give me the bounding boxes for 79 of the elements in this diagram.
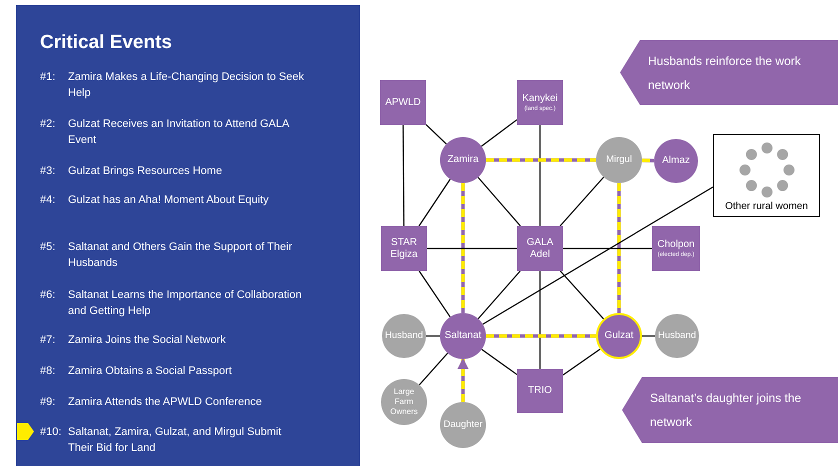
event-text: Zamira Attends the APWLD Conference (68, 395, 263, 410)
title: Critical Events (40, 32, 172, 54)
event-number: #10: (40, 425, 62, 440)
callout-banner (622, 377, 838, 443)
person-circle (382, 314, 426, 358)
event-text: Zamira Obtains a Social Passport (68, 364, 233, 379)
node-label: STAR Elgiza (389, 236, 419, 260)
organization-box (517, 80, 563, 125)
node-label: TRIO (527, 385, 553, 397)
connector-line (426, 335, 440, 337)
node-label: Kanykei (521, 92, 559, 104)
organization-box (517, 369, 563, 413)
dashed-connector (457, 358, 469, 402)
node-label: Saltanat (444, 330, 482, 342)
callout-text: Saltanat’s daughter joins the network (650, 390, 802, 431)
node-label: GALA Adel (526, 236, 554, 260)
event-text: Saltanat Learns the Importance of Collaboration and Getting Help (68, 288, 303, 319)
event-text: Zamira Joins the Social Network (68, 333, 227, 348)
event-number: #8: (40, 364, 56, 379)
connector-line (482, 186, 714, 325)
node-label: Husband (658, 330, 696, 342)
group-label: Other rural women (725, 201, 808, 213)
organization-box (380, 80, 426, 125)
node-label: Cholpon (656, 238, 696, 250)
person-circle (596, 137, 642, 183)
connector-line (418, 352, 448, 386)
connector-line (481, 348, 518, 376)
connector-line (418, 178, 451, 226)
callout-text: Husbands reinforce the work network (648, 52, 802, 94)
event-number: #1: (40, 70, 56, 85)
event-text: Saltanat and Others Gain the Support of Their Husbands (68, 240, 294, 271)
event-text: Zamira Makes a Life-Changing Decision to Seek Help (68, 70, 306, 101)
connector-line (402, 125, 404, 226)
person-circle (596, 313, 642, 359)
event-number: #2: (40, 117, 56, 132)
group-box (713, 134, 820, 217)
dashed-connector (486, 334, 596, 338)
organization-box (517, 226, 563, 271)
person-circle (655, 314, 699, 358)
connector-line (478, 176, 521, 226)
connector-line (418, 270, 451, 318)
event-text: Gulzat Brings Resources Home (68, 164, 224, 179)
event-number: #9: (40, 395, 56, 410)
person-circle (654, 139, 698, 183)
connector-line (478, 270, 521, 320)
person-circle (440, 313, 486, 359)
connector-line (560, 176, 604, 226)
callout-banner (620, 40, 838, 105)
connector-line (539, 125, 541, 226)
connector-line (539, 271, 541, 369)
person-circle (440, 137, 486, 183)
event-number: #3: (40, 164, 56, 179)
node-label: Mirgul (606, 154, 632, 166)
node-label: Zamira (447, 154, 479, 166)
person-circle (381, 379, 427, 425)
connector-line (563, 248, 652, 250)
event-text: Gulzat has an Aha! Moment About Equity (68, 193, 270, 208)
node-label: Daughter (443, 419, 483, 431)
connector-line (642, 335, 655, 337)
connector-line (481, 119, 518, 147)
node-label: Large Farm Owners (389, 387, 419, 417)
node-label: Almaz (662, 155, 690, 167)
organization-box (381, 226, 427, 271)
node-label: Husband (384, 330, 424, 342)
connector-line (562, 348, 600, 376)
event-number: #7: (40, 333, 56, 348)
event-text: Saltanat, Zamira, Gulzat, and Mirgul Submit Their Bid for Land (68, 425, 282, 456)
event-number: #6: (40, 288, 56, 303)
connector-line (426, 124, 447, 145)
node-label: Gulzat (604, 330, 634, 342)
organization-box (652, 226, 700, 271)
event-number: #4: (40, 193, 56, 208)
person-circle (440, 402, 486, 448)
event-text: Gulzat Receives an Invitation to Attend GALA Event (68, 117, 290, 148)
connector-line (427, 248, 517, 250)
node-label: APWLD (384, 96, 422, 108)
dashed-connector (486, 158, 596, 162)
connector-line (560, 270, 604, 320)
event-number: #5: (40, 240, 56, 255)
